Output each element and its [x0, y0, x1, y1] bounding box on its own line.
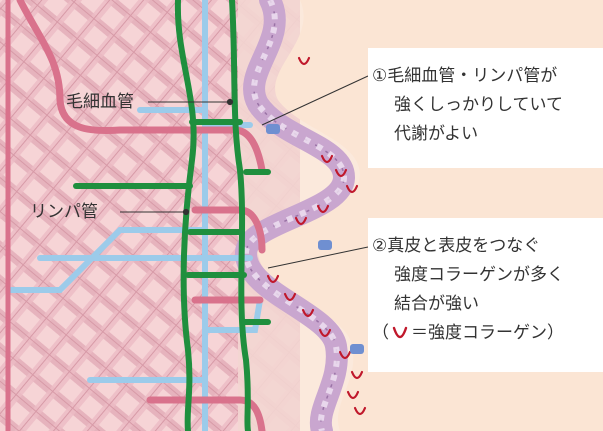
capillaries: [73, 0, 271, 431]
callout-2: ②真皮と表皮をつなぐ 強度コラーゲンが多く 結合が強い （ ＝強度コラーゲン）: [372, 232, 564, 348]
legend-open-paren: （: [372, 323, 389, 343]
callout-1-line-1: ①毛細血管・リンパ管が: [372, 66, 558, 86]
callout-2-line-2: 強度コラーゲンが多く: [394, 265, 564, 285]
lymph-caps: [266, 124, 364, 354]
legend-text: ＝強度コラーゲン）: [411, 323, 564, 343]
callout-1: ①毛細血管・リンパ管が 強くしっかりしていて 代謝がよい: [372, 62, 563, 149]
callout-panel-2: [368, 218, 603, 372]
callout-2-line-1: ②真皮と表皮をつなぐ: [372, 236, 541, 256]
capillary-label: 毛細血管: [66, 92, 134, 112]
lymph-label: リンパ管: [30, 202, 98, 222]
leader-lines: [120, 75, 369, 269]
lymph-vessels: [7, 0, 263, 431]
collagen-mark-icon: [392, 326, 408, 339]
epidermis-cell-outline: [245, 0, 345, 431]
strong-collagen-marks: [266, 56, 367, 416]
callout-2-line-3: 結合が強い: [394, 294, 479, 314]
callout-panel-1: [368, 48, 603, 168]
callout-2-legend: （ ＝強度コラーゲン）: [372, 319, 564, 348]
callout-1-line-3: 代謝がよい: [394, 124, 479, 144]
callout-1-line-2: 強くしっかりしていて: [394, 95, 563, 115]
